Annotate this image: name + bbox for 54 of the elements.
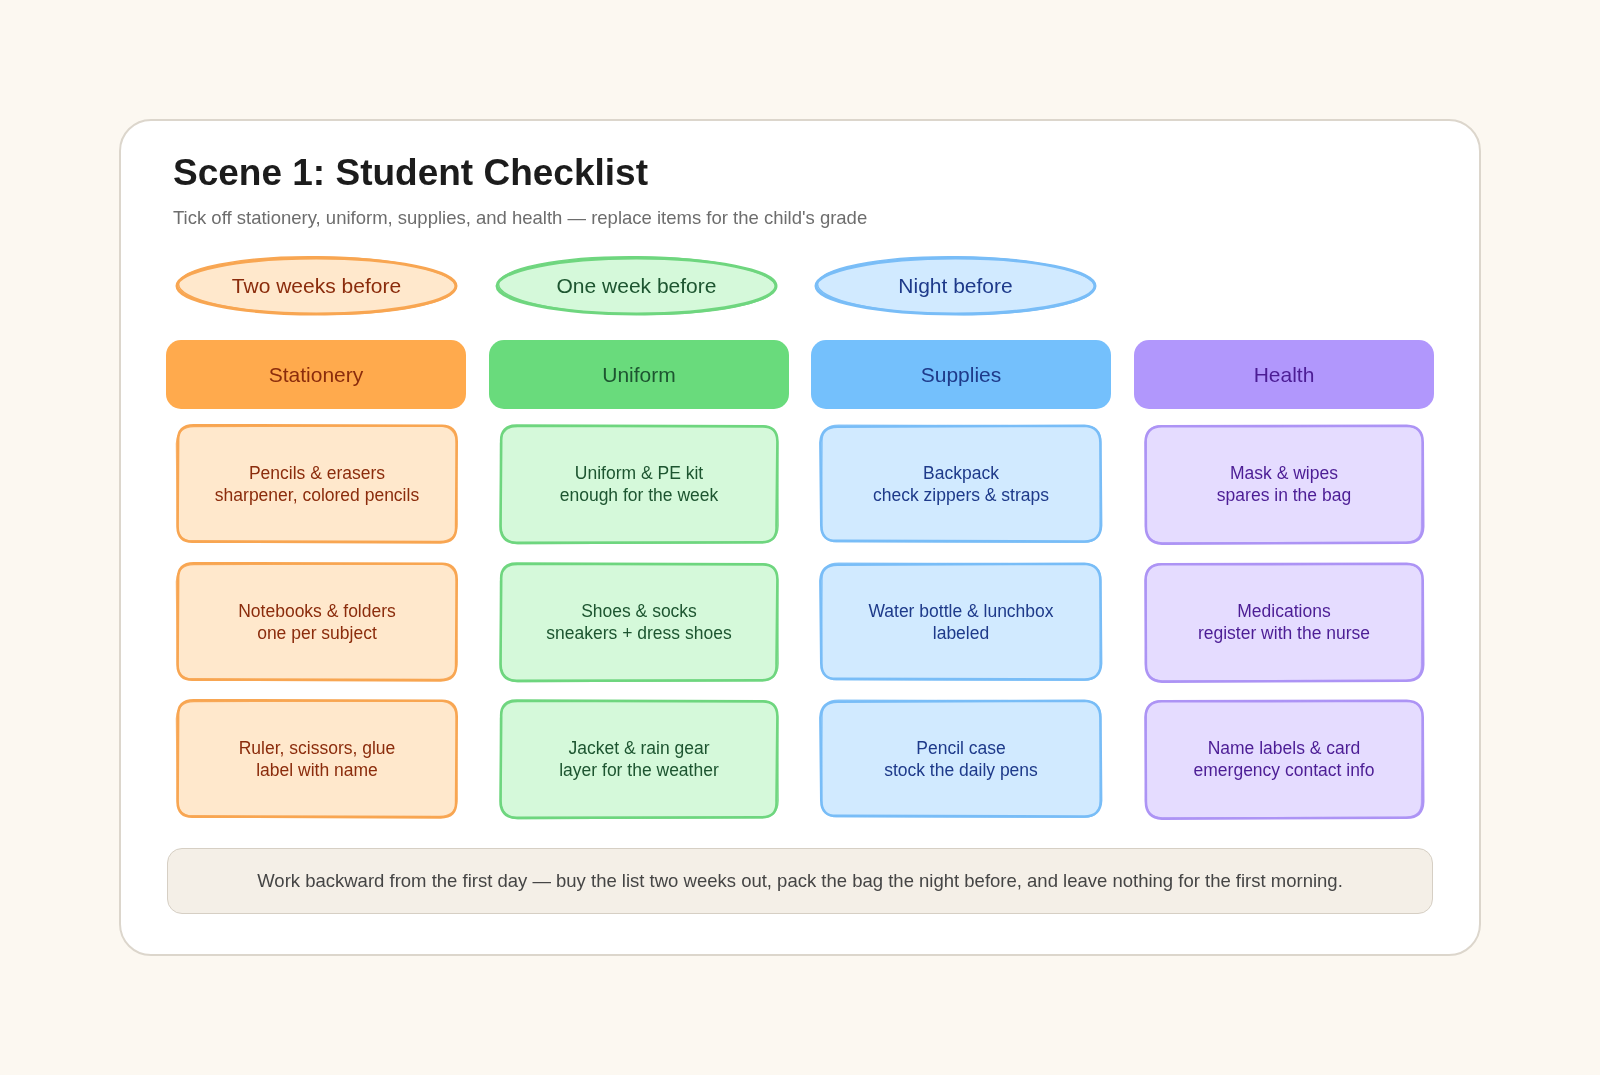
checklist-card bbox=[819, 561, 1103, 683]
item-name: Pencils & erasers bbox=[248, 462, 386, 484]
scene-title: Scene 1: Student Checklist bbox=[173, 152, 648, 194]
item-name: Water bottle & lunchbox bbox=[868, 600, 1054, 622]
item-note: check zippers & straps bbox=[872, 484, 1049, 506]
checklist-card bbox=[497, 561, 781, 683]
item-name: Backpack bbox=[923, 462, 999, 484]
category-title: Supplies bbox=[920, 362, 1002, 387]
phase-ellipse bbox=[494, 255, 779, 317]
item-name: Ruler, scissors, glue bbox=[238, 737, 396, 759]
item-note: stock the daily pens bbox=[884, 759, 1038, 781]
item-name: Uniform & PE kit bbox=[574, 462, 704, 484]
checklist-card bbox=[819, 698, 1103, 820]
note-text: Work backward from the first day — buy the list two weeks out, pack the bag the night before, and leave nothing for the first morning. bbox=[257, 870, 1343, 892]
checklist-card bbox=[819, 423, 1103, 545]
category-header bbox=[166, 340, 466, 409]
category-title: Stationery bbox=[268, 362, 364, 387]
item-note: layer for the weather bbox=[559, 759, 719, 781]
checklist-card bbox=[1142, 698, 1426, 820]
scene-subtitle: Tick off stationery, uniform, supplies, and health — replace items for the child's grade bbox=[173, 207, 868, 229]
item-note: emergency contact info bbox=[1193, 759, 1375, 781]
item-note: one per subject bbox=[257, 622, 377, 644]
checklist-card bbox=[175, 698, 459, 820]
item-note: label with name bbox=[256, 759, 378, 781]
item-note: spares in the bag bbox=[1216, 484, 1352, 506]
item-name: Pencil case bbox=[916, 737, 1006, 759]
category-header bbox=[489, 340, 789, 409]
checklist-card bbox=[497, 423, 781, 545]
phase-label: Two weeks before bbox=[231, 274, 402, 298]
item-name: Name labels & card bbox=[1207, 737, 1361, 759]
checklist-card bbox=[497, 698, 781, 820]
category-title: Health bbox=[1253, 362, 1315, 387]
item-name: Shoes & socks bbox=[581, 600, 697, 622]
category-header bbox=[811, 340, 1111, 409]
phase-label: Night before bbox=[898, 274, 1013, 298]
phase-ellipse bbox=[813, 255, 1098, 317]
checklist-card bbox=[1142, 423, 1426, 545]
checklist-card bbox=[1142, 561, 1426, 683]
item-note: sneakers + dress shoes bbox=[546, 622, 732, 644]
item-note: register with the nurse bbox=[1197, 622, 1371, 644]
category-title: Uniform bbox=[602, 362, 676, 387]
item-name: Jacket & rain gear bbox=[568, 737, 710, 759]
phase-label: One week before bbox=[556, 274, 717, 298]
item-name: Notebooks & folders bbox=[238, 600, 396, 622]
item-note: sharpener, colored pencils bbox=[214, 484, 420, 506]
item-note: labeled bbox=[932, 622, 990, 644]
item-name: Mask & wipes bbox=[1230, 462, 1338, 484]
item-note: enough for the week bbox=[559, 484, 719, 506]
checklist-card bbox=[175, 561, 459, 683]
category-header bbox=[1134, 340, 1434, 409]
checklist-card bbox=[175, 423, 459, 545]
note-panel bbox=[167, 848, 1433, 914]
phase-ellipse bbox=[174, 255, 459, 317]
item-name: Medications bbox=[1237, 600, 1331, 622]
